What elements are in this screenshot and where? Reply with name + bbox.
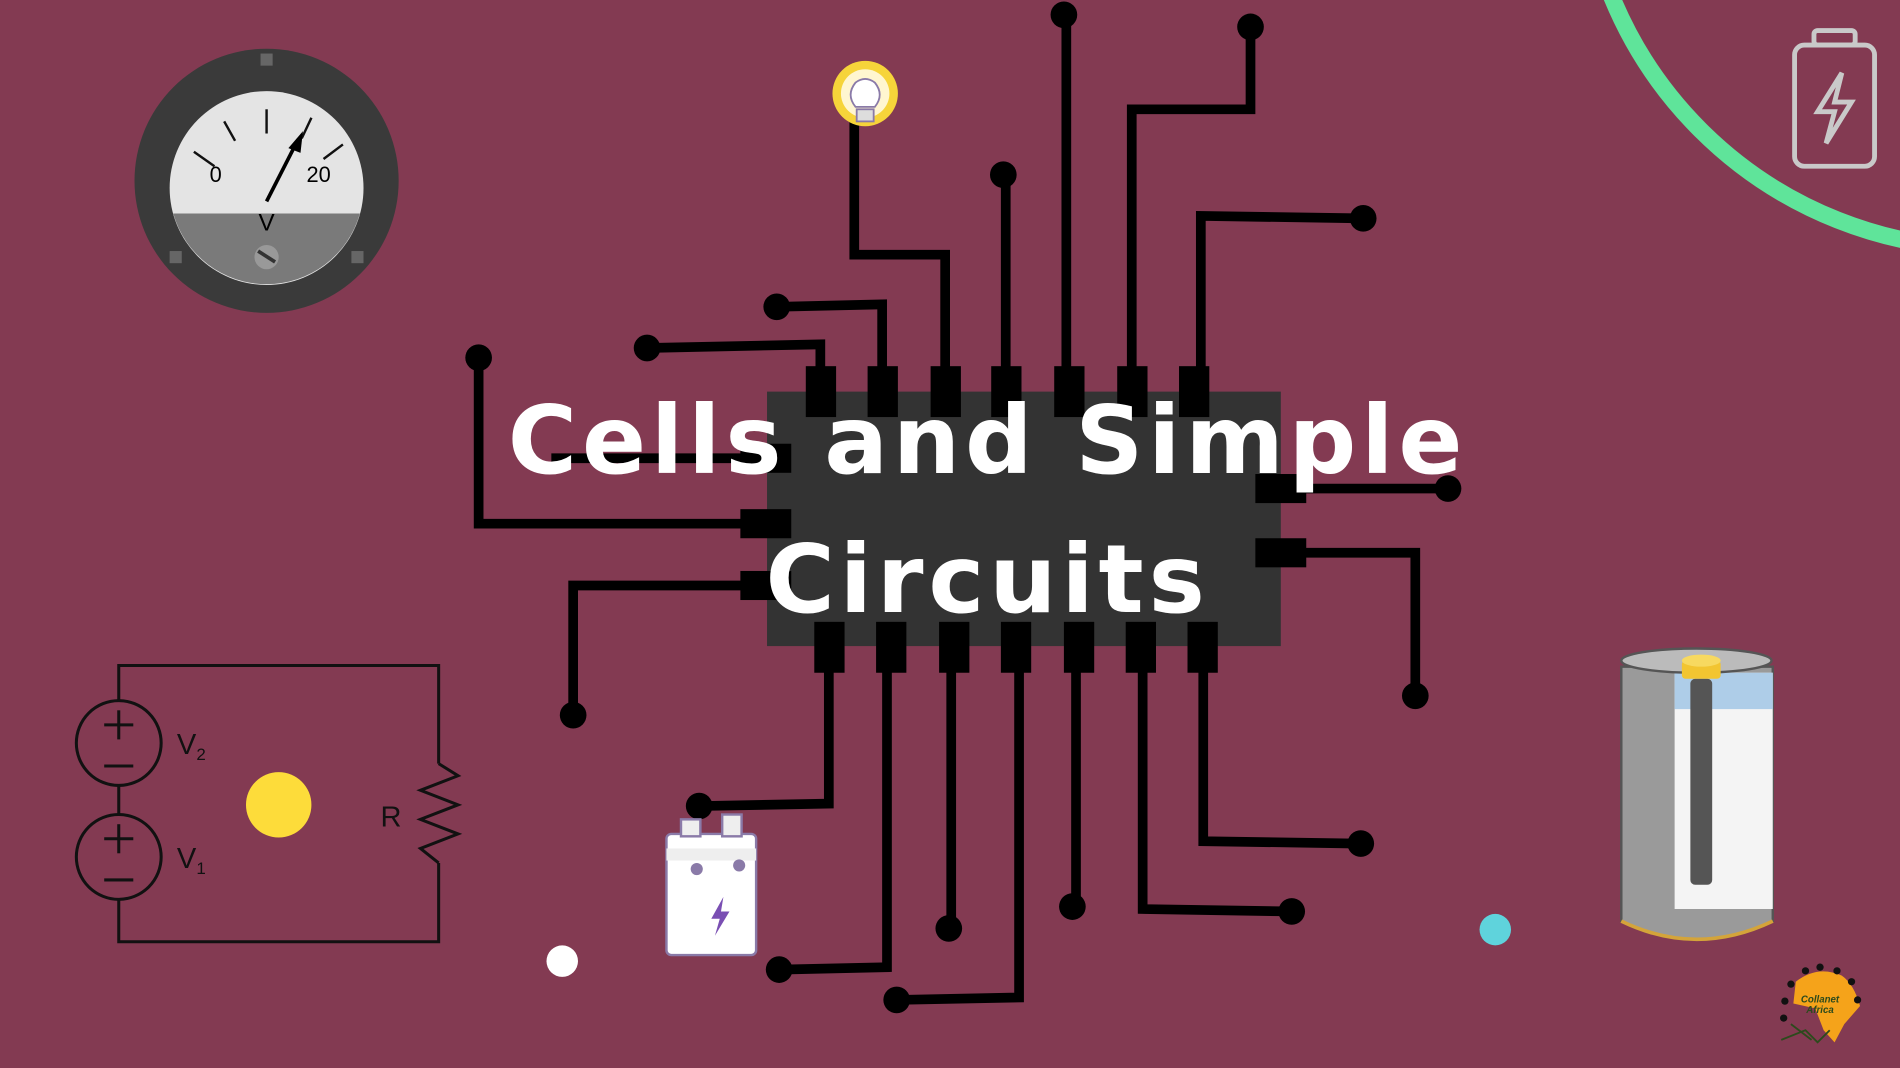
trace: [1137, 654, 1292, 917]
cell-v2-label: V2: [177, 729, 206, 764]
collanet-africa-logo: Collanet Africa: [1780, 963, 1862, 1044]
dry-cell-cutaway-icon: [1620, 647, 1774, 942]
trace: [646, 339, 826, 376]
chip-pins: [740, 366, 1307, 673]
cell-symbol: [74, 699, 163, 787]
trace: [1198, 654, 1361, 849]
battery-charging-icon: [1792, 28, 1877, 169]
trace: [1126, 26, 1256, 376]
circuit-traces: [473, 14, 1449, 1005]
title-line-2: Circuits: [765, 525, 1209, 635]
logo-text-line-1: Collanet: [1801, 994, 1840, 1005]
cell-v1-label: V1: [177, 843, 206, 878]
voltmeter-unit-label: V: [259, 209, 276, 236]
trace: [776, 299, 887, 376]
trace: [779, 654, 892, 975]
trace: [568, 580, 752, 716]
title-line-1: Cells and Simple: [508, 386, 1468, 496]
battery-9v-icon: [665, 813, 758, 957]
trace: [1296, 547, 1421, 696]
cell-symbol: [74, 813, 163, 901]
trace: [1195, 210, 1364, 376]
series-circuit-diagram: [74, 663, 463, 944]
voltmeter-icon: 0 20 V: [134, 48, 399, 313]
voltmeter-max-label: 20: [307, 162, 331, 187]
microchip-body: [767, 391, 1281, 647]
trace: [699, 654, 834, 811]
cyan-dot: [1479, 913, 1512, 946]
light-bulb-icon: [832, 60, 898, 127]
resistor-label: R: [380, 802, 401, 834]
trace: [896, 654, 1024, 1005]
trace: [473, 357, 752, 529]
trace: [849, 121, 950, 376]
white-dot: [546, 945, 578, 977]
voltmeter-min-label: 0: [210, 162, 222, 187]
trace-endpoints: [465, 1, 1462, 1014]
resistor-symbol: [416, 762, 463, 865]
yellow-dot: [245, 772, 312, 838]
logo-text-line-2: Africa: [1805, 1005, 1834, 1016]
